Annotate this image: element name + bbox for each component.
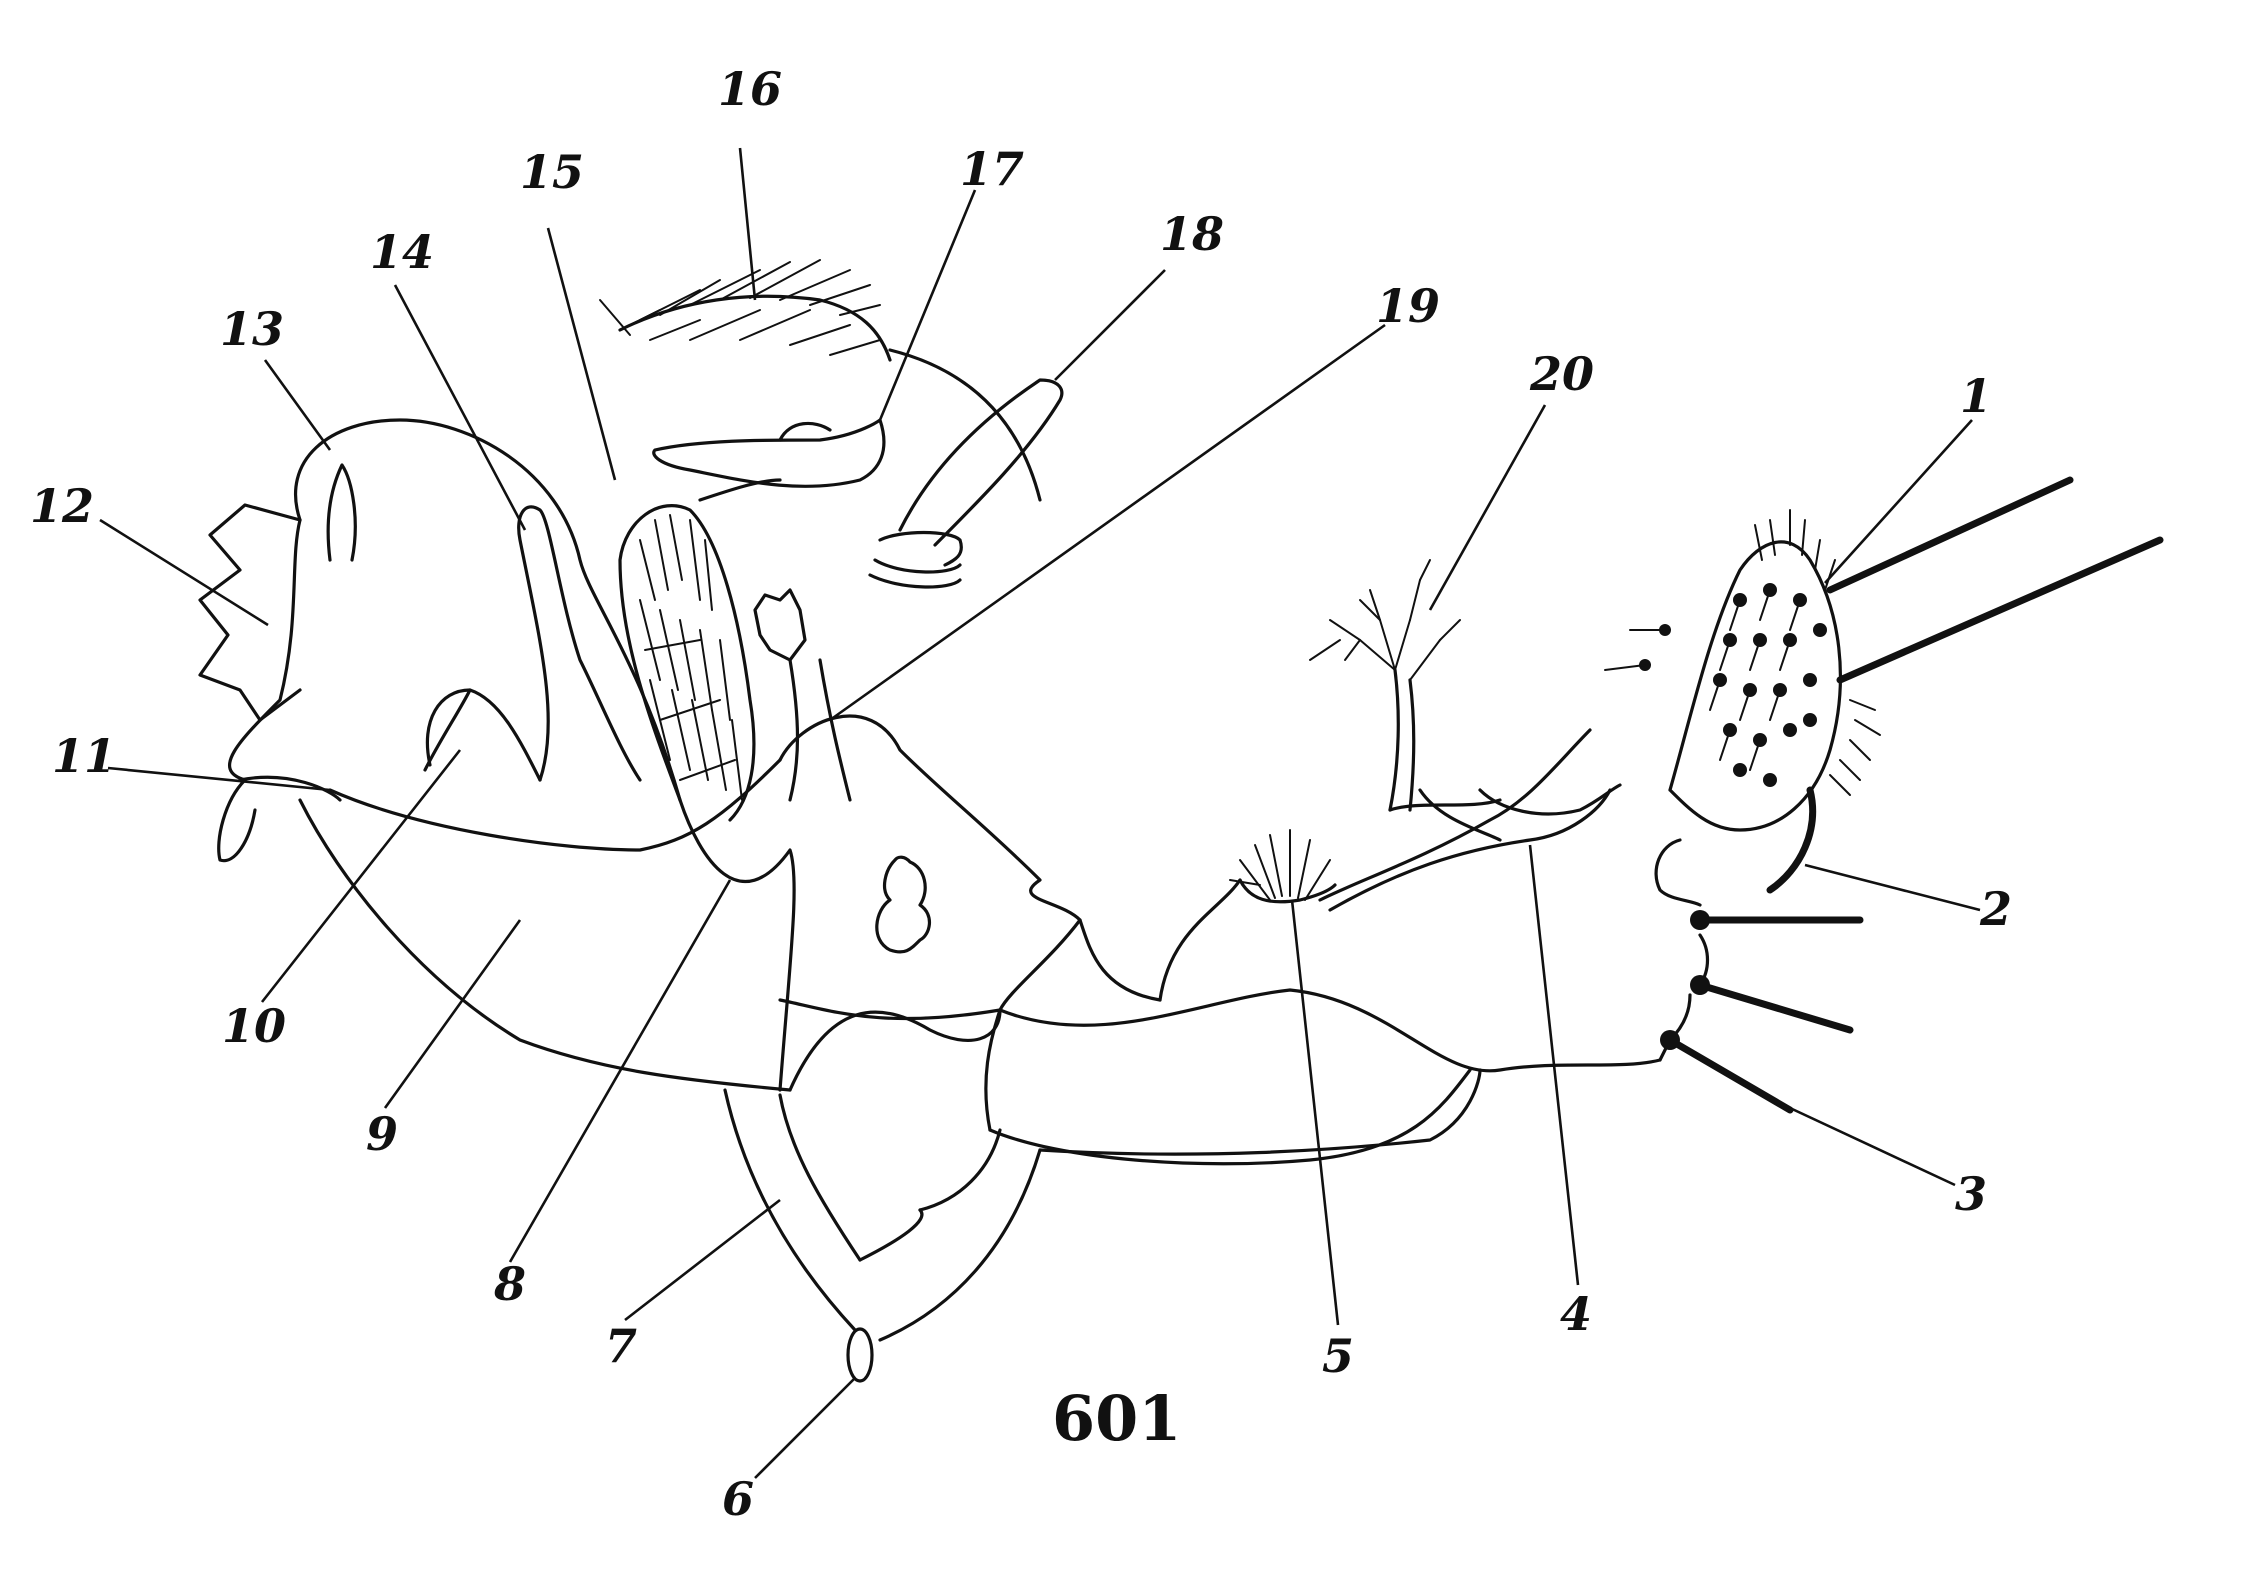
- label-11: 11: [52, 729, 116, 783]
- label-12: 12: [30, 479, 94, 533]
- label-17: 17: [960, 142, 1024, 196]
- label-2: 2: [1979, 882, 2012, 936]
- label-10: 10: [222, 999, 286, 1053]
- number-labels: 1 2 3 4 5 6 7 8 9 10 11 12 13 14 15 16 1…: [30, 62, 2012, 1526]
- label-1: 1: [1960, 369, 1992, 423]
- label-3: 3: [1955, 1167, 1987, 1221]
- label-20: 20: [1529, 347, 1594, 401]
- label-13: 13: [220, 302, 284, 356]
- label-5: 5: [1322, 1329, 1354, 1383]
- top-appendages: [600, 260, 1062, 820]
- label-15: 15: [520, 145, 584, 199]
- label-8: 8: [493, 1257, 526, 1311]
- label-9: 9: [366, 1107, 398, 1161]
- label-7: 7: [605, 1319, 637, 1373]
- figure-number: 601: [1052, 1382, 1181, 1455]
- label-19: 19: [1376, 279, 1440, 333]
- label-6: 6: [722, 1472, 754, 1526]
- label-18: 18: [1160, 207, 1224, 261]
- label-16: 16: [718, 62, 782, 116]
- leader-lines: [100, 148, 1980, 1478]
- label-14: 14: [370, 225, 434, 279]
- label-4: 4: [1560, 1287, 1592, 1341]
